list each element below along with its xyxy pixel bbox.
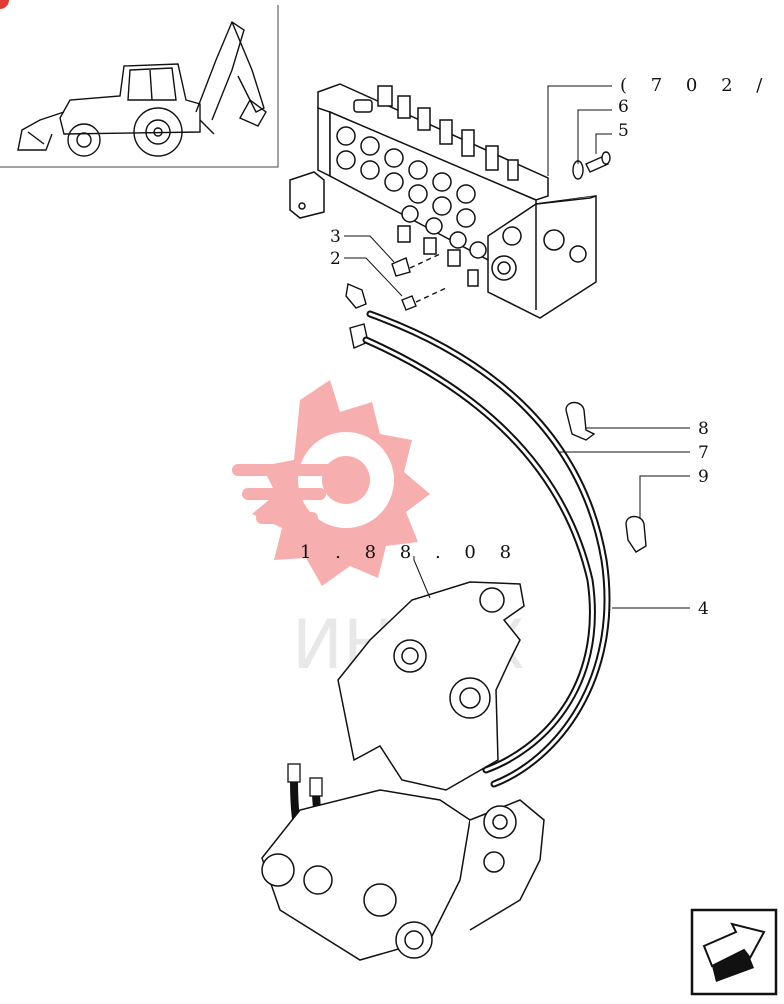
- callout-ref-188: 1 . 8 8 . 0 8: [300, 542, 520, 563]
- callout-9: 9: [698, 467, 709, 487]
- hose-clamp-9[interactable]: [625, 515, 647, 553]
- swing-frame-bracket[interactable]: [261, 581, 545, 961]
- callout-3: 3: [330, 227, 341, 247]
- watermark-logo-icon: [232, 380, 430, 586]
- next-page-button[interactable]: [690, 908, 778, 996]
- backhoe-loader-icon: [17, 20, 267, 157]
- bolt-and-washer[interactable]: [572, 151, 611, 180]
- callout-5: 5: [618, 121, 629, 141]
- control-valve-assembly[interactable]: [289, 83, 597, 319]
- next-page-arrow-icon: [702, 922, 766, 982]
- leader-lines: [344, 85, 690, 609]
- corner-marker-icon: [0, 0, 9, 9]
- callout-4: 4: [698, 599, 709, 619]
- machine-thumbnail[interactable]: [0, 5, 279, 168]
- callout-2: 2: [330, 249, 341, 269]
- hose-clamp-8[interactable]: [565, 401, 596, 441]
- callout-labels: ( 7 0 2 / A ) 6 5 3 2 8 7 9 1 . 8 8 . 0 …: [300, 75, 784, 619]
- fittings[interactable]: [345, 253, 447, 349]
- callout-8: 8: [698, 419, 709, 439]
- callout-6: 6: [618, 97, 629, 117]
- callout-7: 7: [698, 443, 709, 463]
- callout-ref-702a: ( 7 0 2 / A ): [620, 75, 784, 96]
- hose-end-fittings: [287, 763, 323, 797]
